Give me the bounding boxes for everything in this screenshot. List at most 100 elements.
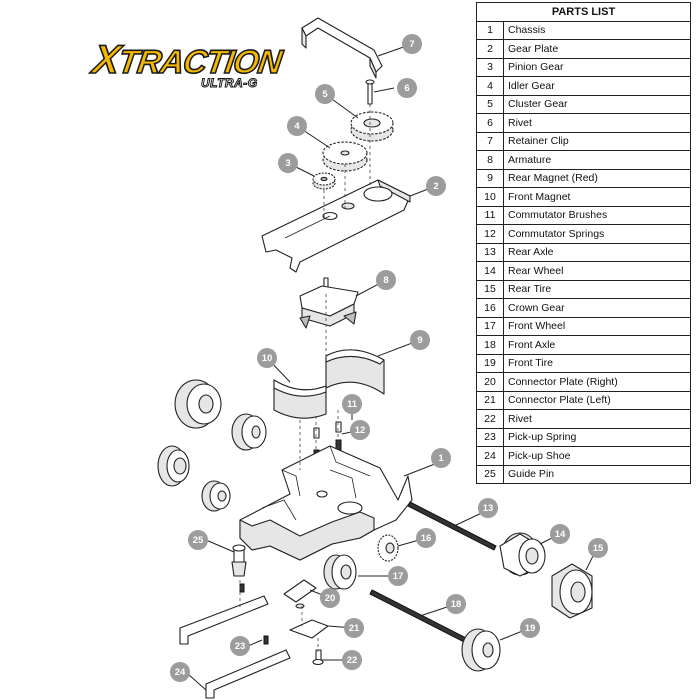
logo-subtitle: ULTRA-G xyxy=(201,76,258,91)
callout-17: 17 xyxy=(388,566,408,586)
assembly-guide-lines xyxy=(239,104,371,652)
part-connector-plate-left xyxy=(289,619,329,639)
callout-16: 16 xyxy=(416,528,436,548)
part-guide-pin xyxy=(231,544,247,577)
callout-label: 14 xyxy=(555,529,566,540)
callout-circle xyxy=(550,524,570,544)
callout-label: 24 xyxy=(175,667,186,678)
callout-label: 20 xyxy=(325,593,336,604)
callout-circle xyxy=(342,650,362,670)
callout-18: 18 xyxy=(446,594,466,614)
part-commutator-brushes xyxy=(313,421,342,439)
callout-5: 5 xyxy=(315,84,335,104)
callout-2: 2 xyxy=(426,176,446,196)
part-rear-magnet xyxy=(325,349,385,395)
callout-circle xyxy=(402,34,422,54)
part-rear-axle xyxy=(407,501,497,551)
part-rear-tire xyxy=(551,563,593,619)
callout-24: 24 xyxy=(170,662,190,682)
callout-label: 2 xyxy=(433,181,438,192)
callout-6: 6 xyxy=(397,78,417,98)
part-front-wheel xyxy=(323,554,357,590)
callout-label: 25 xyxy=(193,535,204,546)
part-name: Commutator Springs xyxy=(503,224,691,244)
part-pickup-shoe xyxy=(179,595,291,699)
callout-label: 10 xyxy=(262,353,273,364)
callout-label: 18 xyxy=(451,599,462,610)
callout-11: 11 xyxy=(342,394,362,414)
callout-label: 15 xyxy=(593,543,604,554)
callout-label: 17 xyxy=(393,571,404,582)
part-front-magnet xyxy=(273,379,327,419)
callout-4: 4 xyxy=(287,116,307,136)
callout-circle xyxy=(315,84,335,104)
part-rivet-top xyxy=(365,79,375,105)
callout-circle xyxy=(426,176,446,196)
callout-label: 3 xyxy=(285,158,290,169)
part-name: Guide Pin xyxy=(503,464,691,484)
callout-14: 14 xyxy=(550,524,570,544)
callout-21: 21 xyxy=(344,618,364,638)
callout-circle xyxy=(416,528,436,548)
callout-label: 16 xyxy=(421,533,432,544)
callout-22: 22 xyxy=(342,650,362,670)
callout-1: 1 xyxy=(431,448,451,468)
part-gear-plate xyxy=(261,179,411,273)
xtraction-logo: XTRACTION ULTRA-G xyxy=(89,37,293,102)
callout-circle xyxy=(478,498,498,518)
callout-label: 12 xyxy=(355,425,366,436)
callout-label: 19 xyxy=(525,623,536,634)
callout-circle xyxy=(446,594,466,614)
callout-circle xyxy=(350,420,370,440)
callout-circle xyxy=(431,448,451,468)
callout-circle xyxy=(344,618,364,638)
part-name: Front Axle xyxy=(503,335,691,355)
part-armature xyxy=(299,277,359,329)
callout-10: 10 xyxy=(257,348,277,368)
part-connector-plate-right xyxy=(283,579,317,609)
callout-label: 7 xyxy=(409,39,414,50)
callout-circle xyxy=(188,530,208,550)
callout-label: 5 xyxy=(322,89,328,100)
part-rear-wheel-left xyxy=(231,413,267,451)
callout-circle xyxy=(230,636,250,656)
callout-9: 9 xyxy=(410,330,430,350)
callout-circle xyxy=(287,116,307,136)
part-name: Gear Plate xyxy=(503,39,691,59)
callout-circle xyxy=(257,348,277,368)
part-rear-tire-left xyxy=(174,379,222,429)
part-name: Chassis xyxy=(503,20,691,40)
callout-circle xyxy=(278,153,298,173)
callout-circle xyxy=(320,588,340,608)
part-pinion-gear xyxy=(312,172,336,190)
callout-13: 13 xyxy=(478,498,498,518)
callout-circle xyxy=(520,618,540,638)
callout-19: 19 xyxy=(520,618,540,638)
callout-circle xyxy=(588,538,608,558)
part-name: Retainer Clip xyxy=(503,131,691,151)
callout-label: 4 xyxy=(294,121,300,132)
callout-circle xyxy=(397,78,417,98)
callout-circle xyxy=(388,566,408,586)
callout-markers: 1234567891011121314151617181920212223242… xyxy=(170,34,608,682)
callout-label: 11 xyxy=(347,399,358,410)
part-rivet-bottom xyxy=(312,649,324,666)
part-rear-wheel xyxy=(499,532,546,577)
callout-label: 6 xyxy=(404,83,409,94)
